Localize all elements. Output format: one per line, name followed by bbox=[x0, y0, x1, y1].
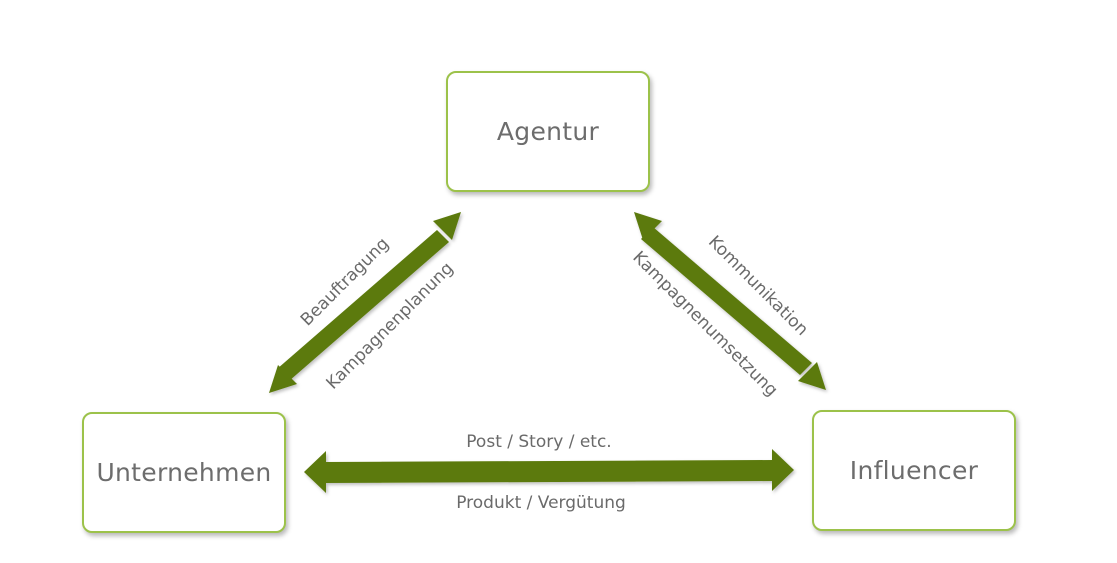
edge-label-produkt-verguetung: Produkt / Vergütung bbox=[456, 493, 626, 513]
arrow-unternehmen-influencer bbox=[304, 449, 794, 493]
node-influencer-label: Influencer bbox=[849, 456, 979, 485]
node-unternehmen: Unternehmen bbox=[82, 412, 286, 533]
arrow-unternehmen-agentur bbox=[269, 212, 461, 393]
arrow-agentur-influencer bbox=[634, 212, 826, 390]
node-influencer: Influencer bbox=[812, 410, 1016, 531]
node-agentur: Agentur bbox=[446, 71, 650, 192]
node-agentur-label: Agentur bbox=[496, 117, 600, 146]
edge-label-post-story: Post / Story / etc. bbox=[466, 432, 612, 452]
node-unternehmen-label: Unternehmen bbox=[96, 458, 272, 487]
